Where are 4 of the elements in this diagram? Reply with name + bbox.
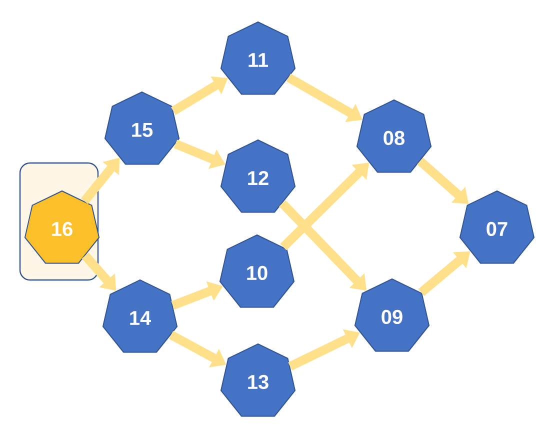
heptagon-node: 10 bbox=[219, 234, 295, 308]
heptagon-node: 09 bbox=[354, 278, 430, 352]
heptagon-node: 14 bbox=[102, 279, 178, 353]
heptagon-node: 13 bbox=[220, 343, 296, 417]
